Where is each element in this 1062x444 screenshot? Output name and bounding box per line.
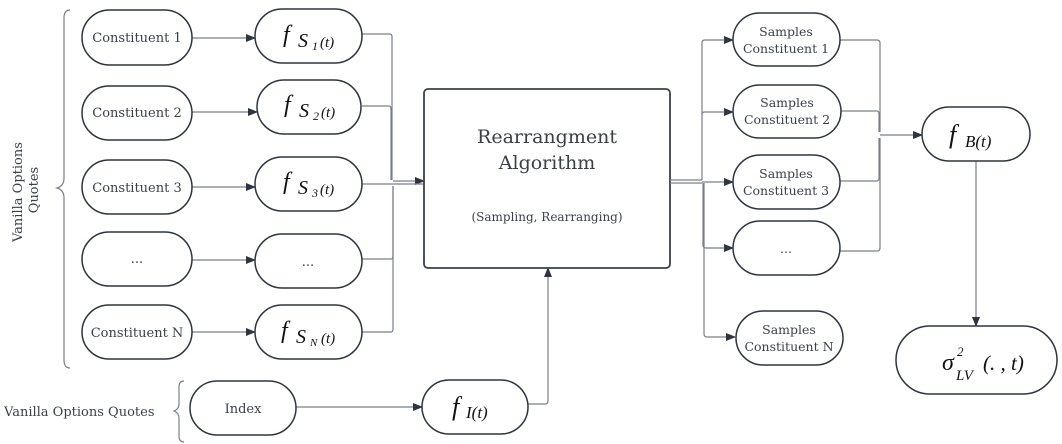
svg-text:N: N	[309, 337, 318, 349]
density-fs3-node: f S 3 (t)	[254, 156, 363, 212]
arrow-fi-to-algorithm	[528, 267, 552, 405]
constituent-node-3: Constituent 3	[81, 159, 193, 215]
algorithm-title-line1: Rearrangment	[477, 126, 617, 148]
svg-text:Index: Index	[225, 402, 263, 417]
density-fb-node: f B(t)	[921, 106, 1031, 162]
algorithm-title-line2: Algorithm	[498, 152, 595, 174]
arrow-to-samples2	[701, 108, 734, 116]
left-brace	[54, 9, 71, 369]
density-fs2-node: f S 2 (t)	[256, 79, 362, 135]
svg-text:S: S	[296, 326, 306, 348]
svg-text:2: 2	[313, 109, 319, 123]
bus-fsn	[362, 186, 394, 333]
svg-text:...: ...	[302, 255, 314, 270]
constituent-node-2: Constituent 2	[81, 85, 193, 141]
svg-text:f: f	[452, 392, 463, 421]
svg-text:I(t): I(t)	[465, 403, 488, 422]
samples-node-n: Samples Constituent N	[735, 310, 844, 366]
index-brace	[172, 380, 185, 443]
svg-text:S: S	[299, 100, 309, 122]
constituent-node-n: Constituent N	[81, 304, 193, 360]
svg-text:f: f	[284, 92, 294, 118]
bus-s2	[840, 110, 880, 132]
index-node: Index	[189, 380, 297, 436]
left-group-label: Vanilla Options Quotes	[11, 138, 42, 243]
samples-node-1: Samples Constituent 1	[732, 12, 841, 67]
samples-node-2: Samples Constituent 2	[732, 84, 842, 139]
svg-text:Samples: Samples	[760, 95, 814, 110]
svg-text:Constituent 3: Constituent 3	[92, 181, 182, 196]
arrow-to-samplesn	[703, 183, 736, 341]
constituent-node-1: Constituent 1	[81, 9, 193, 66]
svg-text:LV: LV	[955, 368, 975, 384]
svg-text:(t): (t)	[321, 105, 335, 121]
svg-text:(t): (t)	[321, 331, 335, 347]
samples-node-3: Samples Constituent 3	[732, 154, 841, 210]
index-group-label: Vanilla Options Quotes	[3, 405, 154, 420]
svg-text:Samples: Samples	[759, 166, 813, 181]
arrow-to-samplesdots	[702, 183, 734, 252]
svg-text:Constituent 3: Constituent 3	[743, 183, 829, 198]
density-ellipsis-node: ...	[254, 233, 363, 289]
samples-node-ellipsis: ...	[732, 220, 841, 276]
bus-fs1	[362, 33, 393, 180]
density-fsn-node: f S N (t)	[254, 304, 363, 360]
svg-text:σ: σ	[942, 350, 955, 376]
constituent-node-ellipsis: ...	[81, 231, 193, 287]
svg-text:S: S	[298, 30, 308, 52]
bus-s3	[840, 138, 880, 182]
bus-sdots	[840, 138, 881, 252]
arrow-to-samples1	[701, 36, 734, 180]
svg-text:(. , t): (. , t)	[983, 351, 1024, 375]
svg-text:3: 3	[311, 186, 318, 200]
svg-text:B(t): B(t)	[965, 132, 992, 151]
svg-text:Constituent 1: Constituent 1	[743, 41, 829, 56]
svg-text:f: f	[283, 169, 293, 195]
svg-text:Constituent 2: Constituent 2	[744, 112, 830, 127]
rearrangement-algorithm-box	[423, 88, 671, 269]
svg-text:(t): (t)	[320, 35, 334, 51]
svg-text:Constituent N: Constituent N	[91, 326, 184, 341]
svg-text:S: S	[298, 177, 308, 199]
bus-fsdots	[362, 186, 394, 260]
local-vol-node: σ 2 LV (. , t)	[895, 325, 1058, 395]
svg-text:f: f	[283, 22, 293, 48]
svg-text:f: f	[281, 318, 291, 344]
svg-text:Constituent 2: Constituent 2	[92, 106, 182, 121]
svg-text:(t): (t)	[320, 182, 334, 198]
algorithm-subtitle: (Sampling, Rearranging)	[471, 210, 622, 224]
svg-text:...: ...	[131, 252, 143, 267]
svg-text:...: ...	[780, 241, 792, 256]
density-fs1-node: f S 1 (t)	[254, 8, 363, 64]
svg-text:2: 2	[957, 344, 964, 359]
bus-s1	[840, 39, 881, 132]
svg-text:Constituent N: Constituent N	[744, 339, 833, 354]
svg-text:Constituent 1: Constituent 1	[92, 31, 182, 46]
svg-text:1: 1	[312, 39, 318, 53]
svg-text:Samples: Samples	[759, 24, 813, 39]
bus-fs2	[362, 105, 392, 180]
density-fi-node: f I(t)	[421, 379, 529, 435]
svg-text:Samples: Samples	[762, 322, 816, 337]
svg-text:f: f	[949, 120, 960, 149]
